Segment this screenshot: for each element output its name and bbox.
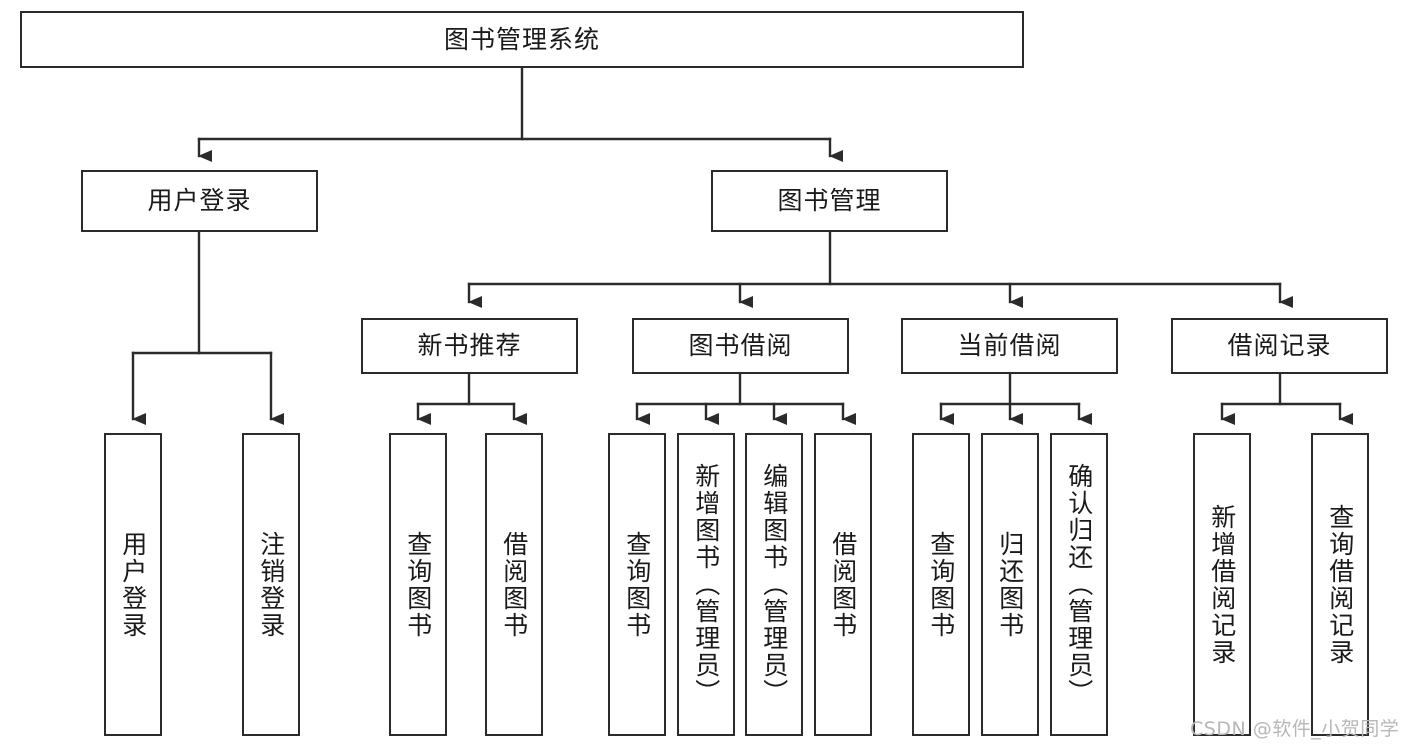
node-label: 查询图书 [926, 530, 956, 639]
node-label: 查询图书 [403, 530, 433, 639]
node-leaf-borrow-book[interactable]: 借阅图书 [814, 433, 872, 736]
node-label: 查询借阅记录 [1325, 503, 1355, 666]
node-leaf-confirm-return-admin[interactable]: 确认归还（管理员） [1050, 433, 1108, 736]
node-leaf-add-book-admin[interactable]: 新增图书（管理员） [677, 433, 735, 736]
node-new-book-recommend[interactable]: 新书推荐 [361, 318, 578, 374]
node-leaf-recommend-query-book[interactable]: 查询图书 [389, 433, 447, 736]
node-label: 借阅图书 [499, 530, 529, 639]
node-leaf-logout[interactable]: 注销登录 [242, 433, 300, 736]
node-borrow-record[interactable]: 借阅记录 [1171, 318, 1388, 374]
node-label: 编辑图书（管理员） [759, 463, 789, 706]
node-label: 借阅图书 [828, 530, 858, 639]
node-label: 图书管理系统 [443, 24, 600, 54]
node-label: 新增借阅记录 [1207, 503, 1237, 666]
node-label: 用户登录 [118, 530, 148, 639]
node-label: 新书推荐 [417, 331, 522, 361]
node-label: 新增图书（管理员） [691, 463, 721, 706]
node-leaf-current-query-book[interactable]: 查询图书 [912, 433, 970, 736]
node-leaf-return-book[interactable]: 归还图书 [981, 433, 1039, 736]
node-leaf-recommend-borrow-book[interactable]: 借阅图书 [485, 433, 543, 736]
node-leaf-borrow-query-book[interactable]: 查询图书 [608, 433, 666, 736]
node-label: 确认归还（管理员） [1064, 463, 1094, 706]
node-user-login[interactable]: 用户登录 [81, 170, 318, 232]
node-label: 图书管理 [777, 186, 882, 216]
node-label: 归还图书 [995, 530, 1025, 639]
node-leaf-query-borrow-record[interactable]: 查询借阅记录 [1311, 433, 1369, 736]
node-label: 当前借阅 [957, 331, 1062, 361]
node-label: 借阅记录 [1227, 331, 1332, 361]
node-book-borrow[interactable]: 图书借阅 [632, 318, 849, 374]
csdn-watermark: CSDN @软件_小贺同学 [1190, 718, 1400, 740]
node-current-borrow[interactable]: 当前借阅 [901, 318, 1118, 374]
node-label: 图书借阅 [688, 331, 793, 361]
node-leaf-edit-book-admin[interactable]: 编辑图书（管理员） [745, 433, 803, 736]
node-leaf-add-borrow-record[interactable]: 新增借阅记录 [1193, 433, 1251, 736]
node-leaf-user-login[interactable]: 用户登录 [104, 433, 162, 736]
node-label: 注销登录 [256, 530, 286, 639]
node-label: 用户登录 [147, 186, 252, 216]
node-book-management[interactable]: 图书管理 [711, 170, 948, 232]
node-root-library-management-system[interactable]: 图书管理系统 [20, 11, 1024, 68]
node-label: 查询图书 [622, 530, 652, 639]
